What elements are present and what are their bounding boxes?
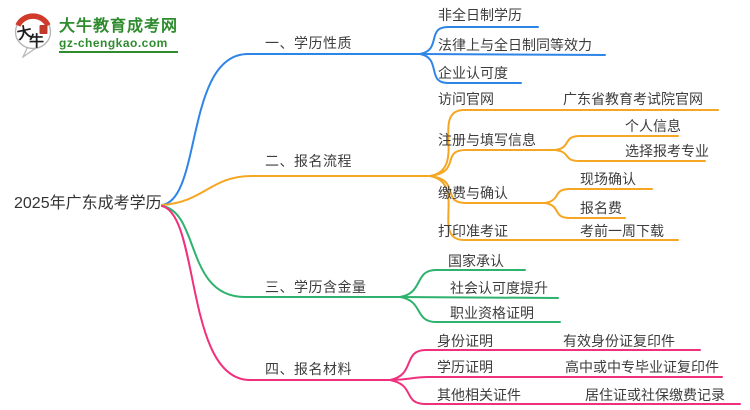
logo-icon-char-2: 牛 (29, 32, 44, 50)
node-1-1: 非全日制学历 (438, 7, 522, 23)
dainiu-speech-bubble-icon: 大 牛 (14, 13, 52, 58)
node-2-1-1: 广东省教育考试院官网 (563, 91, 703, 107)
branch-2-label: 二、报名流程 (265, 153, 352, 169)
branch1-links (161, 26, 606, 206)
branch-4-label: 四、报名材料 (265, 361, 352, 377)
node-3-3: 职业资格证明 (450, 305, 534, 321)
node-1-2: 法律上与全日制同等效力 (438, 37, 592, 53)
branch-3-label: 三、学历含金量 (265, 279, 367, 295)
node-4-2: 学历证明 (437, 359, 493, 375)
logo-domain: gz-chengkao.com (59, 36, 179, 53)
node-3-1: 国家承认 (448, 253, 504, 269)
node-2-3-2: 报名费 (580, 200, 622, 216)
node-3-2: 社会认可度提升 (450, 280, 548, 296)
central-topic: 2025年广东成考学历 (14, 195, 162, 212)
node-4-1: 身份证明 (437, 333, 493, 349)
branch4-links (161, 205, 741, 405)
branch3-links (161, 205, 561, 323)
node-4-2-1: 高中或中专毕业证复印件 (565, 359, 719, 375)
node-2-1: 访问官网 (438, 91, 494, 107)
node-2-3-1: 现场确认 (580, 171, 636, 187)
node-2-2: 注册与填写信息 (438, 132, 536, 148)
branch-1-label: 一、学历性质 (265, 35, 352, 51)
node-4-3: 其他相关证件 (437, 387, 521, 403)
site-logo: 大 牛 大牛教育成考网 gz-chengkao.com (12, 12, 179, 58)
node-2-4-1: 考前一周下载 (580, 223, 664, 239)
node-2-4: 打印准考证 (438, 223, 508, 239)
node-2-2-1: 个人信息 (625, 118, 681, 134)
node-1-3: 企业认可度 (438, 65, 508, 81)
node-4-1-1: 有效身份证复印件 (563, 333, 675, 349)
logo-icon-char-1: 大 (15, 23, 33, 44)
node-2-3: 缴费与确认 (438, 185, 508, 201)
red-seal-icon (39, 25, 48, 34)
branch2-links (161, 109, 719, 241)
node-2-2-2: 选择报考专业 (625, 143, 709, 159)
logo-title: 大牛教育成考网 (59, 18, 179, 35)
node-4-3-1: 居住证或社保缴费记录 (585, 387, 725, 403)
